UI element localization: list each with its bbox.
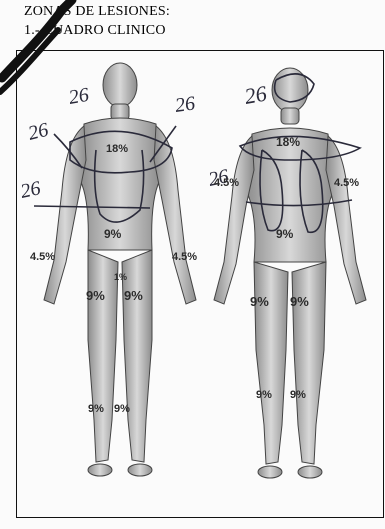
front-right-foot <box>128 464 152 476</box>
hw-mark-front-chest: 26 <box>174 92 197 117</box>
back-neck <box>281 108 299 124</box>
hw-mark-back-head: 26 <box>243 80 269 108</box>
back-left-thigh-pct: 9% <box>250 294 269 309</box>
back-left-foot <box>258 466 282 478</box>
hw-mark-front-head: 26 <box>67 84 91 109</box>
back-body-figure <box>214 68 366 478</box>
back-upper-pct: 18% <box>276 135 300 149</box>
back-lower-pct: 9% <box>276 227 294 241</box>
back-right-foot <box>298 466 322 478</box>
back-left-arm <box>214 136 254 304</box>
front-right-arm-pct: 4.5% <box>172 251 197 263</box>
front-right-thigh-pct: 9% <box>124 288 143 303</box>
pen-stroke-corner-2 <box>0 30 58 92</box>
back-right-leg-pct: 9% <box>290 389 306 401</box>
front-left-foot <box>88 464 112 476</box>
front-abdomen-pct: 9% <box>104 227 122 241</box>
front-right-leg-pct: 9% <box>114 403 130 415</box>
pen-stroke-corner <box>2 0 72 78</box>
front-left-leg-pct: 9% <box>88 403 104 415</box>
hw-mark-front-flank: 26 <box>18 177 42 203</box>
front-right-arm <box>154 126 196 304</box>
back-left-leg <box>254 262 288 464</box>
front-left-thigh-pct: 9% <box>86 288 105 303</box>
back-left-leg-pct: 9% <box>256 389 272 401</box>
back-right-arm <box>326 136 366 304</box>
front-chest-pct: 18% <box>106 143 128 155</box>
hw-mark-front-shoulder: 26 <box>26 119 51 145</box>
front-left-arm <box>44 126 86 304</box>
back-right-thigh-pct: 9% <box>290 294 309 309</box>
front-head <box>103 63 137 107</box>
front-left-arm-pct: 4.5% <box>30 251 55 263</box>
front-genitals-pct: 1% <box>114 272 127 282</box>
back-right-leg <box>292 262 326 464</box>
back-left-arm-pct: 4.5% <box>214 177 239 189</box>
back-right-arm-pct: 4.5% <box>334 177 359 189</box>
